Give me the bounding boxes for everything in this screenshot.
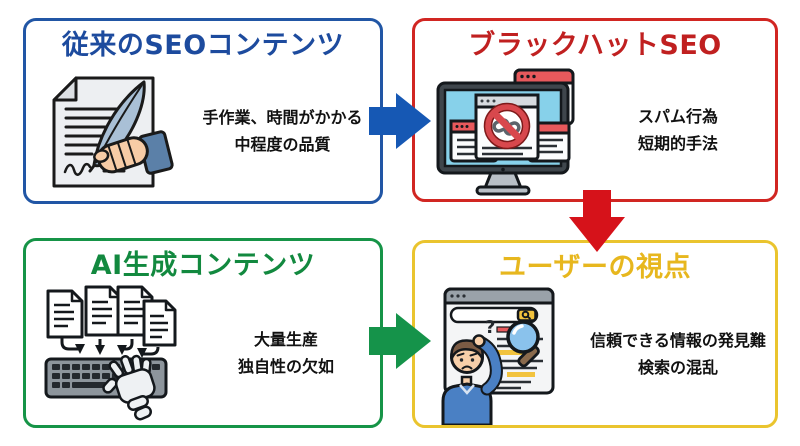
text-line: 大量生産 bbox=[253, 330, 318, 350]
card-ai-generated-content-title: AI生成コンテンツ bbox=[90, 250, 316, 281]
prohibition-link-icon bbox=[483, 102, 531, 149]
hand-icon bbox=[472, 333, 486, 348]
text-line: スパム行為 bbox=[637, 107, 718, 127]
text-line: 信頼できる情報の発見難 bbox=[590, 331, 766, 351]
ai-documents-keyboard-icon bbox=[44, 285, 177, 421]
search-bar-icon bbox=[449, 306, 539, 323]
card-user-perspective-body: ? bbox=[415, 284, 775, 425]
down-arrows-icon bbox=[60, 336, 160, 358]
text-line: 独自性の欠如 bbox=[237, 356, 334, 376]
confused-man-icon bbox=[441, 333, 503, 425]
card-ai-generated-content: AI生成コンテンツ bbox=[23, 238, 383, 428]
raised-arm-icon bbox=[475, 337, 501, 394]
spam-monitor-icon bbox=[436, 68, 575, 196]
no-link-window-icon bbox=[474, 93, 540, 161]
search-button-icon bbox=[516, 307, 537, 322]
card-traditional-seo-body: 手作業、時間がかかる 中程度の品質 bbox=[26, 62, 380, 201]
arrow-ai-to-user-icon bbox=[369, 313, 431, 369]
signature-icon bbox=[63, 162, 92, 176]
card-ai-generated-content-text: 大量生産 独自性の欠如 bbox=[192, 327, 380, 380]
documents-icon bbox=[46, 285, 177, 347]
writing-hand-icon bbox=[93, 129, 174, 175]
card-ai-generated-content-body: 大量生産 独自性の欠如 bbox=[26, 282, 380, 425]
text-line: 中程度の品質 bbox=[234, 134, 331, 154]
robot-hand-icon bbox=[102, 354, 156, 421]
card-traditional-seo: 従来のSEOコンテンツ bbox=[23, 18, 383, 204]
question-mark-icon: ? bbox=[485, 317, 495, 338]
text-line: 短期的手法 bbox=[637, 133, 718, 153]
arrow-blackhat-to-user-icon bbox=[569, 190, 625, 252]
confused-user-search-icon: ? bbox=[441, 287, 555, 425]
card-black-hat-seo: ブラックハットSEO bbox=[412, 18, 778, 202]
card-traditional-seo-text: 手作業、時間がかかる 中程度の品質 bbox=[185, 105, 380, 158]
quill-writing-icon bbox=[52, 76, 174, 188]
card-traditional-seo-title: 従来のSEOコンテンツ bbox=[61, 30, 345, 61]
monitor-stand-icon bbox=[475, 171, 531, 196]
card-user-perspective-title: ユーザーの視点 bbox=[499, 252, 691, 283]
text-line: 手作業、時間がかかる bbox=[202, 108, 363, 128]
arrow-traditional-to-blackhat-icon bbox=[369, 93, 431, 149]
card-user-perspective-text: 信頼できる情報の発見難 検索の混乱 bbox=[581, 328, 775, 381]
card-black-hat-seo-body: スパム行為 短期的手法 bbox=[415, 62, 775, 199]
card-user-perspective: ユーザーの視点 bbox=[412, 240, 778, 428]
card-black-hat-seo-text: スパム行為 短期的手法 bbox=[581, 104, 775, 157]
magnifier-icon bbox=[506, 319, 540, 368]
text-line: 検索の混乱 bbox=[637, 357, 718, 377]
card-black-hat-seo-title: ブラックハットSEO bbox=[468, 30, 722, 61]
